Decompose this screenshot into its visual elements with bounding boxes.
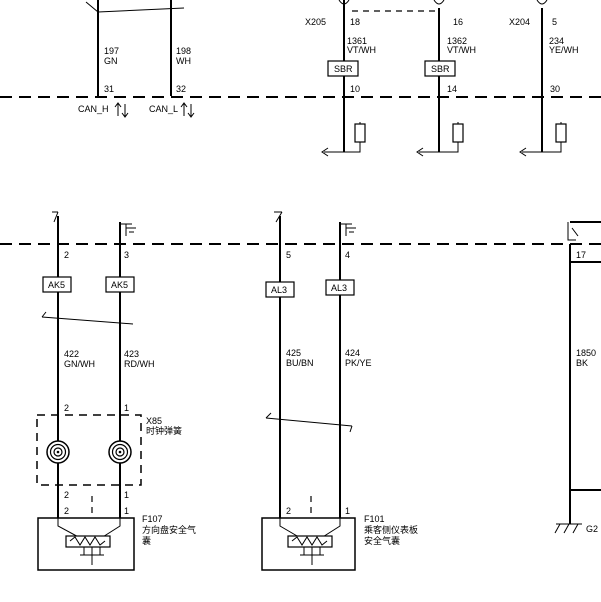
ground-icon-middle (340, 223, 356, 236)
bm-pin-top-1: 5 (286, 250, 291, 260)
x205-left-connector-icon (338, 0, 350, 5)
f101-pin-1: 2 (286, 506, 291, 516)
x205-left-splice-box (327, 60, 359, 77)
wire-424-num: 424 (345, 348, 360, 358)
f101-name-line2: 安全气囊 (364, 535, 400, 547)
switch-icon-left (52, 211, 59, 223)
f107-airbag-module (37, 517, 135, 571)
top-section: 197 GN 198 WH 31 32 CAN_H CAN_L X205 18 … (0, 0, 601, 157)
x205-right-wire-num: 1362 (447, 36, 467, 46)
f101-pin-2: 1 (345, 506, 350, 516)
twisted-pair-middle-tick (265, 412, 272, 419)
can-l-wire-num: 198 (176, 46, 191, 56)
clock-spring-icon-left (46, 440, 70, 464)
x205-right-splice-box (424, 60, 456, 77)
x85-pin-2: 1 (124, 403, 129, 413)
ak5-splice-label-1: AK5 (48, 280, 65, 290)
f107-name-line1: 方向盘安全气 (142, 524, 196, 536)
br-pin-top: 17 (576, 250, 586, 260)
f101-name-line1: 乘客侧仪表板 (364, 524, 418, 536)
clock-spring-icon-right (108, 440, 132, 464)
x205-left-splice-label: SBR (334, 64, 353, 74)
al3-splice-label-1: AL3 (271, 285, 287, 295)
wire-422-color: GN/WH (64, 359, 95, 369)
clock-spring-housing (36, 414, 142, 486)
f107-pin-2: 1 (124, 506, 129, 516)
x205-right-pin-bottom: 14 (447, 84, 457, 94)
f101-connector-label: F101 (364, 514, 385, 524)
x205-left-wire-color: VT/WH (347, 45, 376, 55)
al3-splice-box-2 (325, 279, 355, 296)
twisted-pair-middle-tick2 (349, 425, 353, 433)
connector-bracket-right (567, 222, 576, 241)
x204-label: X204 (509, 17, 530, 27)
x85-name: 时钟弹簧 (146, 425, 182, 437)
twisted-pair-middle (265, 417, 353, 427)
x205-left-ground-icon (321, 122, 366, 157)
wire-425-num: 425 (286, 348, 301, 358)
x205-left-pin-top: 18 (350, 17, 360, 27)
x85-pin-below-2: 1 (124, 490, 129, 500)
can-h-wire-num: 197 (104, 46, 119, 56)
airbag-squib-icon-left (57, 496, 121, 565)
ak5-splice-box-2 (105, 276, 135, 293)
can-l-label: CAN_L (149, 104, 178, 114)
wire-1850-num: 1850 (576, 348, 596, 358)
wire-1850-color: BK (576, 358, 588, 368)
can-l-wire-color: WH (176, 56, 191, 66)
can-l-arrows-icon (180, 102, 195, 118)
x205-right-splice-label: SBR (431, 64, 450, 74)
al3-splice-label-2: AL3 (331, 283, 347, 293)
can-h-wire-color: GN (104, 56, 118, 66)
x85-connector-label: X85 (146, 416, 162, 426)
x205-left-wire-num: 1361 (347, 36, 367, 46)
airbag-squib-icon-middle (279, 496, 341, 565)
x204-pin-bottom: 30 (550, 84, 560, 94)
x204-ground-icon (519, 122, 567, 157)
f107-connector-label: F107 (142, 514, 163, 524)
x204-connector-icon (536, 0, 548, 5)
x85-pin-below-1: 2 (64, 490, 69, 500)
twisted-pair-left-tick (41, 311, 47, 318)
wire-422-num: 422 (64, 349, 79, 359)
can-h-label: CAN_H (78, 104, 109, 114)
chassis-ground-icon (554, 523, 582, 534)
ground-icon-left (120, 223, 136, 236)
x204-wire-color: YE/WH (549, 45, 579, 55)
twisted-pair-line (97, 7, 185, 13)
ground-label: G2 (586, 524, 598, 534)
x204-wire-num: 234 (549, 36, 564, 46)
al3-splice-box-1 (265, 281, 295, 298)
bm-pin-top-2: 4 (345, 250, 350, 260)
can-h-pin: 31 (104, 84, 114, 94)
wire-423-color: RD/WH (124, 359, 155, 369)
f107-name-line2: 囊 (142, 535, 151, 547)
x205-label: X205 (305, 17, 326, 27)
bottom-right-section: 17 1850 BK G2 (554, 221, 601, 534)
bl-pin-top-1: 2 (64, 250, 69, 260)
can-l-pin: 32 (176, 84, 186, 94)
x205-right-pin-top: 16 (453, 17, 463, 27)
twisted-pair-mark (85, 1, 99, 13)
x205-right-ground-icon (416, 122, 464, 157)
ak5-splice-box-1 (42, 276, 72, 293)
bl-pin-top-2: 3 (124, 250, 129, 260)
wire-423-num: 423 (124, 349, 139, 359)
ak5-splice-label-2: AK5 (111, 280, 128, 290)
wire-424-color: PK/YE (345, 358, 372, 368)
can-h-arrows-icon (114, 102, 129, 118)
bottom-right-tick (571, 227, 579, 237)
bottom-left-section: 2 3 AK5 AK5 422 GN/WH 423 RD/WH 2 1 X85 … (36, 211, 196, 571)
x205-left-pin-bottom: 10 (350, 84, 360, 94)
f107-pin-1: 2 (64, 506, 69, 516)
x205-right-wire-color: VT/WH (447, 45, 476, 55)
bottom-middle-section: 5 4 AL3 AL3 425 BU/BN 424 PK/YE 2 1 F101… (261, 211, 418, 571)
wire-425-color: BU/BN (286, 358, 314, 368)
twisted-pair-left (41, 316, 134, 325)
x205-right-connector-icon (433, 0, 445, 5)
x204-pin-top: 5 (552, 17, 557, 27)
x85-pin-1: 2 (64, 403, 69, 413)
